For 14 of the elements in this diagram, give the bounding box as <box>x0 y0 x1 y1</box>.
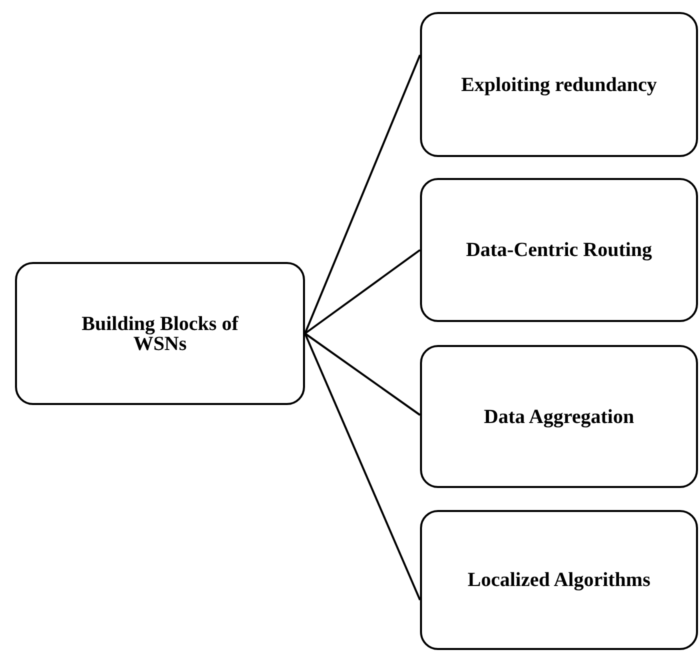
node-label: Building Blocks of WSNs <box>80 314 240 354</box>
branch-box <box>420 510 698 650</box>
connector-line <box>304 333 421 600</box>
branch-box <box>420 345 698 488</box>
node-label: Data-Centric Routing <box>466 240 652 260</box>
connector-line <box>304 332 421 416</box>
node-label: Localized Algorithms <box>468 570 650 590</box>
node-label: Exploiting redundancy <box>461 74 657 94</box>
branch-box <box>420 12 698 157</box>
topic-box <box>15 262 305 405</box>
branch-box <box>420 178 698 322</box>
node-label: Data Aggregation <box>484 406 634 426</box>
connector-line <box>304 249 421 334</box>
connector-line <box>304 54 421 334</box>
